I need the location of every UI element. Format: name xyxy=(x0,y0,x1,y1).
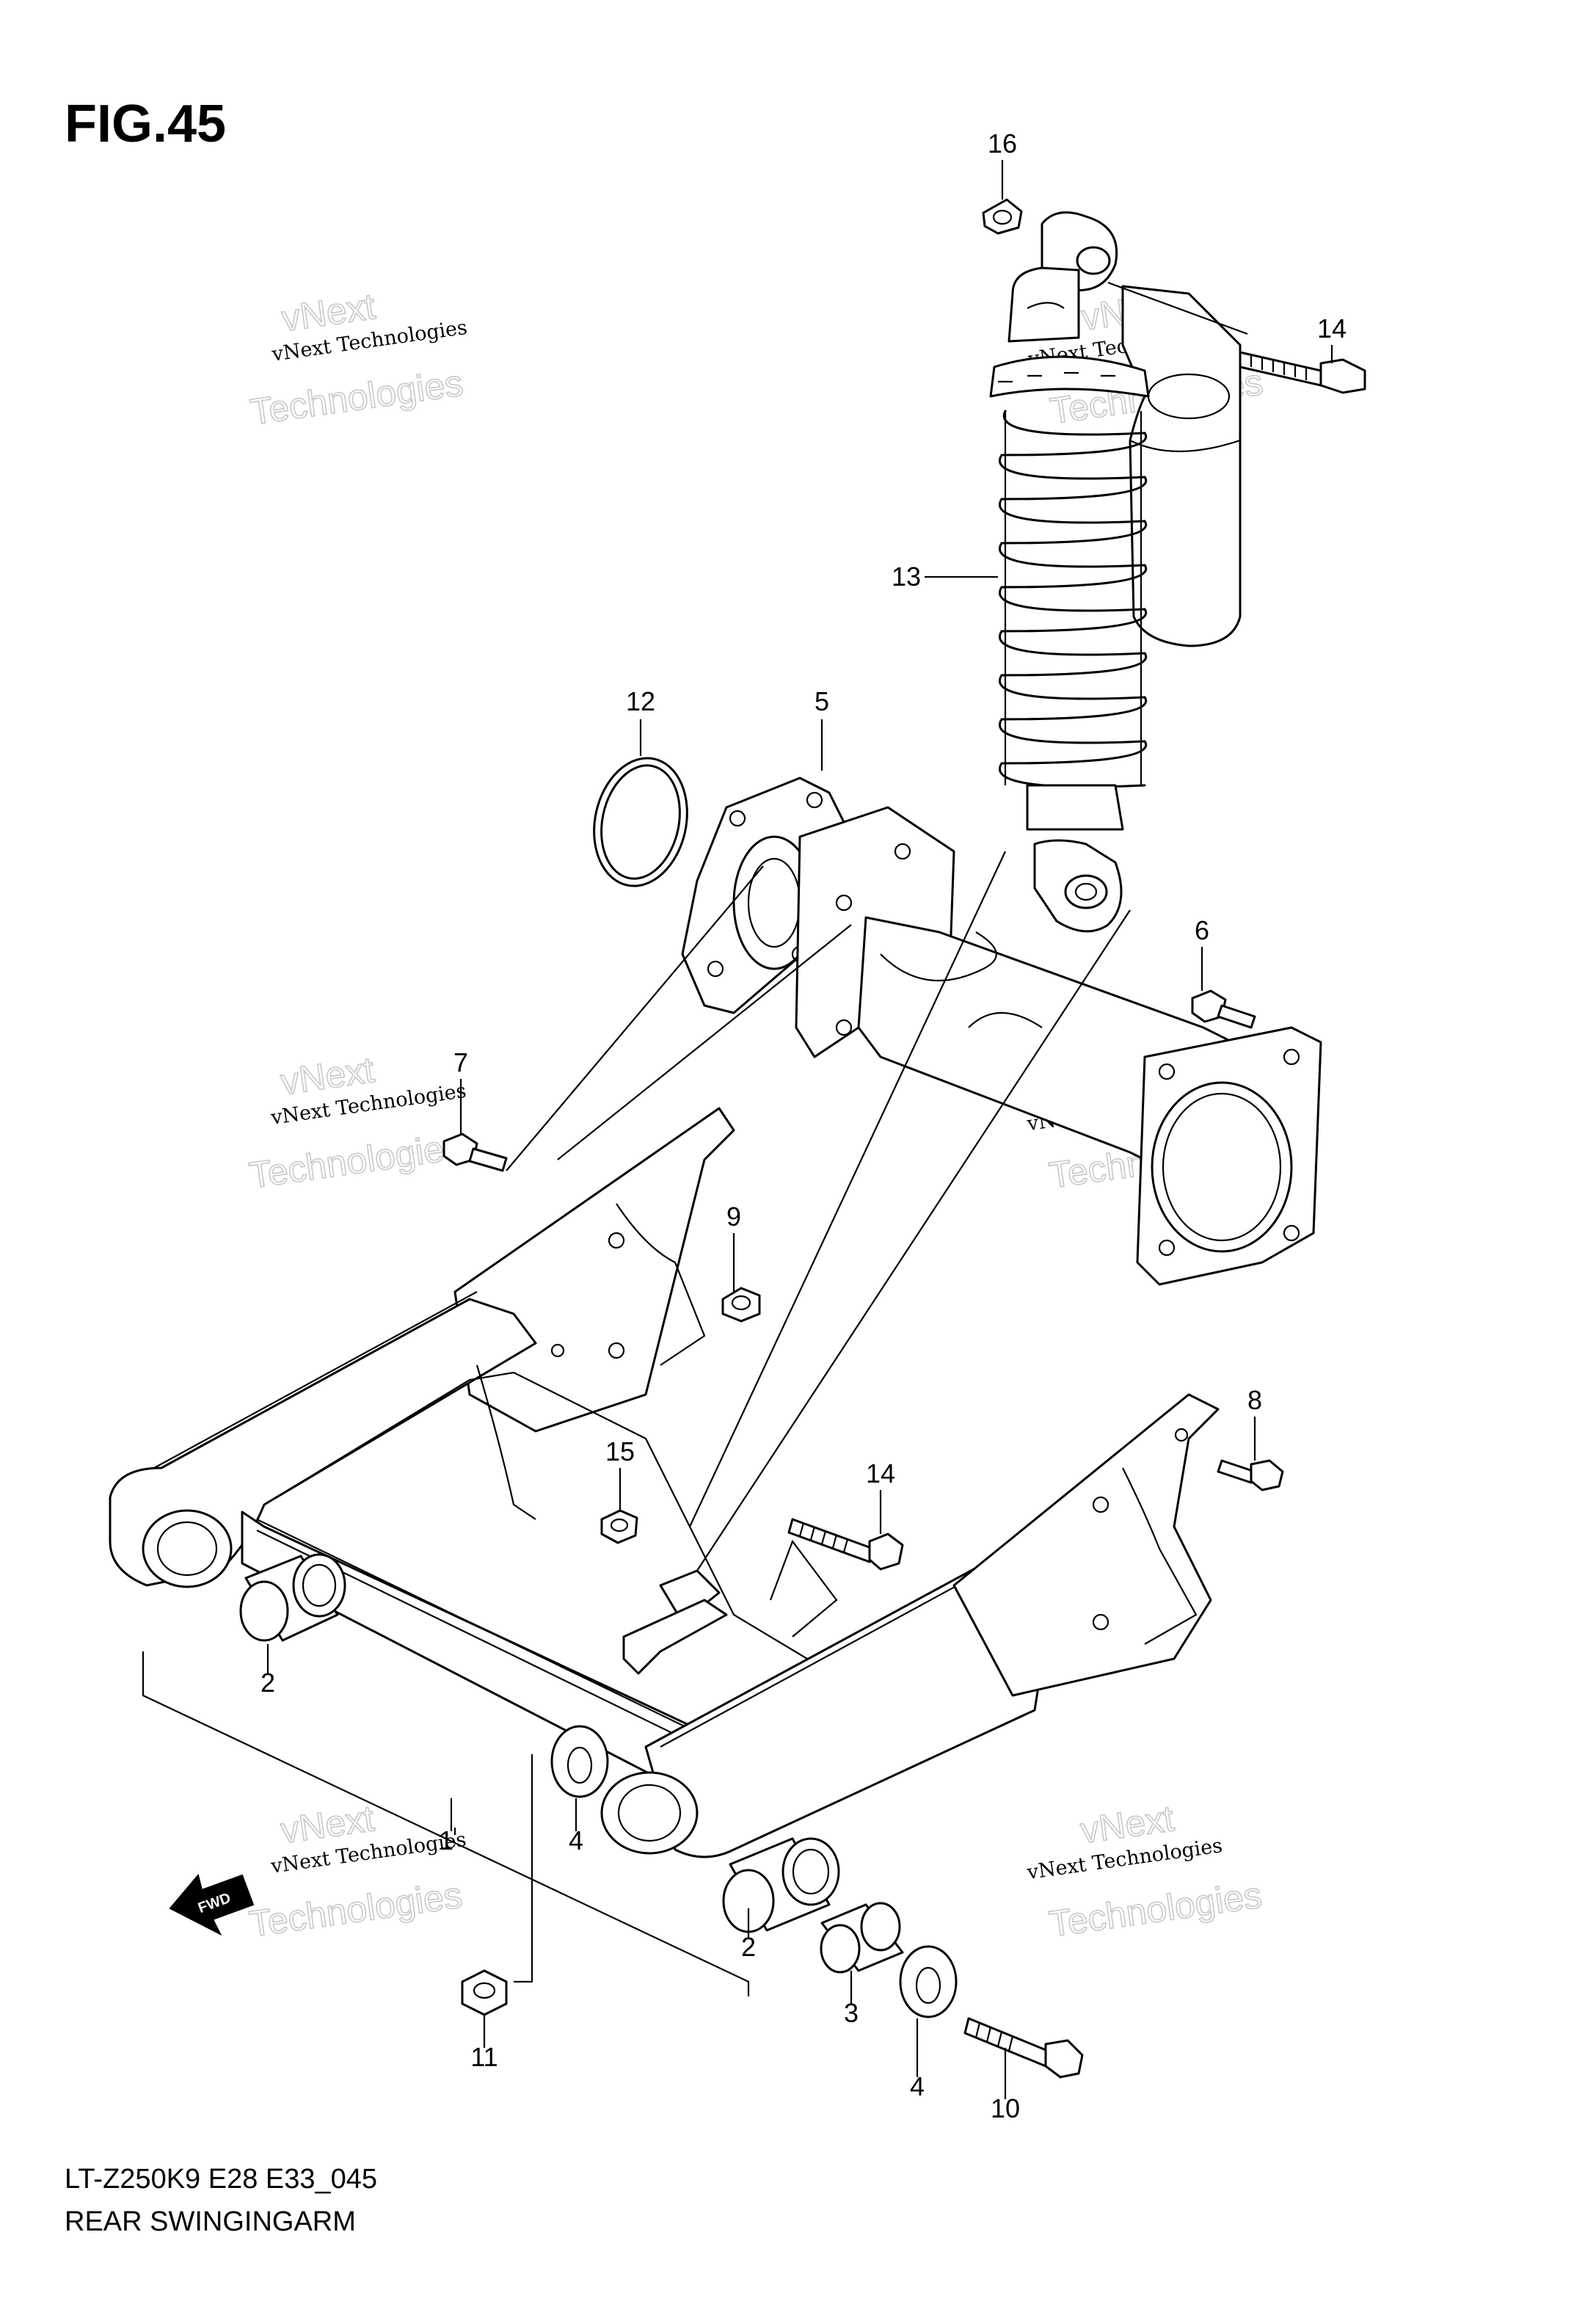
watermark-top-left: vNext Technologies vNext Technologies xyxy=(247,285,469,433)
callout-13: 13 xyxy=(892,561,921,592)
part-13-rear-shock-absorber xyxy=(989,211,1248,933)
part-8-bolt xyxy=(1217,1459,1284,1491)
callout-4-lower: 4 xyxy=(910,2071,925,2101)
watermark-bottom-right: vNext Technologies vNext Technologies xyxy=(1025,1797,1265,1945)
callout-5: 5 xyxy=(815,686,829,716)
assembly-lines xyxy=(142,851,1131,1996)
part-6-bolt xyxy=(1191,989,1256,1029)
part-1-swingarm xyxy=(109,1107,1220,1858)
part-2-bushing-right xyxy=(722,1837,840,1933)
fwd-direction-badge: FWD xyxy=(169,1873,255,1936)
callout-12: 12 xyxy=(626,686,655,716)
svg-text:Technologies: Technologies xyxy=(1046,1875,1264,1945)
model-code: LT-Z250K9 E28 E33_045 xyxy=(65,2164,378,2195)
section-name: REAR SWINGINGARM xyxy=(65,2206,356,2237)
callout-6: 6 xyxy=(1195,915,1209,945)
callout-10: 10 xyxy=(991,2093,1020,2123)
callout-3: 3 xyxy=(844,1998,859,2028)
callout-1: 1 xyxy=(439,1825,453,1855)
callout-numbers: 16 14 13 12 5 6 7 9 8 15 14 2 1 4 2 3 11… xyxy=(260,128,1347,2123)
part-4-washer-lower xyxy=(899,1945,958,2018)
callout-4-upper: 4 xyxy=(569,1825,583,1855)
callout-16: 15 xyxy=(605,1436,635,1466)
callout-8: 8 xyxy=(1247,1385,1262,1415)
part-3-collar xyxy=(820,1902,904,1974)
part-7-bolt xyxy=(442,1133,508,1172)
part-10-bolt xyxy=(963,2017,1084,2079)
figure-title: FIG.45 xyxy=(65,95,227,153)
part-4-washer-upper xyxy=(550,1725,609,1798)
arrow-left-icon xyxy=(169,1873,255,1936)
part-14-bolt xyxy=(787,1518,904,1571)
svg-text:Technologies: Technologies xyxy=(247,1875,464,1945)
callout-14: 14 xyxy=(866,1458,895,1488)
part-11-nut xyxy=(461,1969,508,2016)
callout-17: 16 xyxy=(988,128,1017,159)
watermark-mid-left: vNext Technologies vNext Technologies xyxy=(246,1048,467,1196)
callout-7: 7 xyxy=(453,1047,468,1077)
axle-housing-tube xyxy=(795,806,1322,1286)
part-17-nut xyxy=(982,198,1023,235)
part-16-nut xyxy=(600,1509,638,1544)
callout-2-left: 2 xyxy=(260,1668,275,1698)
part-2-bushing-left xyxy=(239,1553,346,1642)
part-12-o-ring xyxy=(593,757,688,887)
callout-15: 14 xyxy=(1317,313,1347,343)
svg-text:Technologies: Technologies xyxy=(248,362,466,432)
callout-2-right: 2 xyxy=(741,1932,756,1962)
part-9-nut xyxy=(721,1287,761,1323)
callout-11: 11 xyxy=(470,2042,498,2072)
part-15-bolt xyxy=(1239,351,1366,394)
callout-9: 9 xyxy=(726,1202,741,1232)
svg-text:Technologies: Technologies xyxy=(247,1126,464,1196)
callout-leaders xyxy=(266,160,1333,2099)
watermark-bottom-left: vNext Technologies vNext Technologies xyxy=(246,1797,467,1945)
